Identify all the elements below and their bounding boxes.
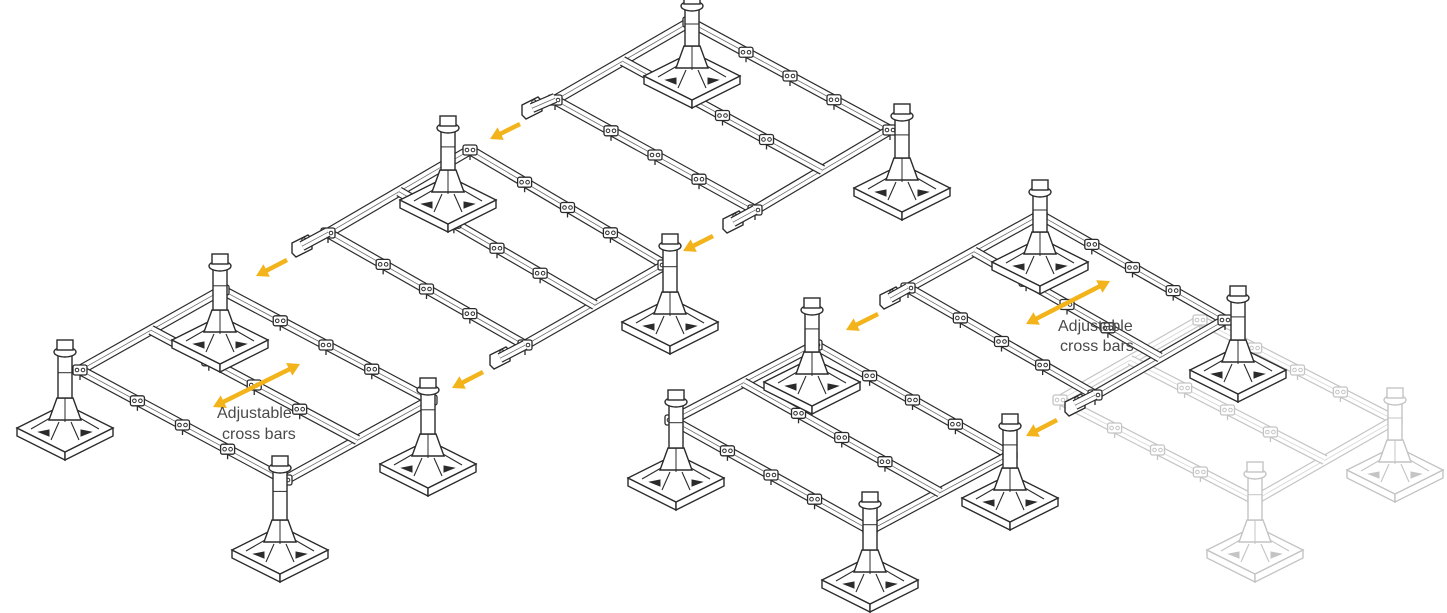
support-feet bbox=[15, 0, 1288, 613]
single-arrow-icon bbox=[256, 258, 289, 277]
bar-clamp-icon bbox=[782, 70, 798, 86]
double-headed-arrow-icon bbox=[213, 363, 300, 408]
adjustable-foot-icon bbox=[620, 233, 720, 356]
bar-clamp-icon bbox=[532, 267, 548, 284]
bar-clamp-icon bbox=[516, 176, 533, 193]
bar-clamp-icon bbox=[602, 227, 619, 243]
adjustable-foot-icon bbox=[230, 455, 330, 584]
bar-clamp-icon bbox=[489, 242, 505, 259]
adjustable-foot-icon bbox=[1205, 461, 1305, 584]
bar-clamp-icon bbox=[834, 431, 850, 448]
single-arrow-icon bbox=[452, 370, 485, 389]
bar-clamp-icon bbox=[462, 144, 478, 160]
adjustable-foot-icon bbox=[1188, 285, 1288, 404]
bar-clamp-icon bbox=[418, 283, 435, 299]
frame-bar bbox=[299, 227, 331, 251]
bar-clamp-icon bbox=[1192, 314, 1208, 330]
bar-clamp-icon bbox=[714, 109, 731, 126]
bar-clamp-icon bbox=[318, 339, 334, 355]
bar-clamp-icon bbox=[364, 363, 380, 380]
adjustable-foot-icon bbox=[15, 339, 115, 462]
bar-clamp-icon bbox=[1219, 404, 1236, 420]
bar-clamp-icon bbox=[1165, 284, 1181, 301]
direction-arrows bbox=[213, 121, 1110, 437]
bar-clamp-icon bbox=[129, 395, 146, 411]
single-arrow-icon bbox=[490, 121, 522, 140]
adjustable-foot-icon bbox=[378, 377, 478, 498]
bar-clamp-icon bbox=[1084, 238, 1100, 255]
bar-clamp-icon bbox=[1034, 359, 1051, 376]
adjustable-foot-icon bbox=[990, 179, 1090, 296]
bar-clamp-icon bbox=[1052, 394, 1068, 410]
adjustable-cross-bars-label-left-line2: cross bars bbox=[222, 426, 296, 443]
adjustable-cross-bars-label-right-line1: Adjustable bbox=[1058, 318, 1133, 335]
bar-clamp-icon bbox=[691, 173, 707, 190]
frame-bar bbox=[887, 283, 911, 303]
bar-clamp-icon bbox=[790, 407, 807, 424]
bar-clamp-icon bbox=[904, 394, 921, 410]
adjustable-foot-icon bbox=[960, 413, 1060, 532]
bar-clamp-icon bbox=[947, 418, 964, 435]
bar-clamp-icon bbox=[952, 312, 969, 328]
bar-clamp-icon bbox=[1289, 364, 1306, 380]
bar-clamp-icon bbox=[462, 307, 478, 324]
bar-clamp-icon bbox=[1149, 444, 1166, 460]
bar-clamp-icon bbox=[993, 335, 1010, 352]
bar-clamp-icon bbox=[559, 201, 576, 218]
adjustable-foot-icon bbox=[852, 103, 952, 222]
adjustable-cross-bars-label-right-line2: cross bars bbox=[1060, 338, 1134, 355]
bar-clamp-icon bbox=[826, 94, 842, 110]
adjustable-foot-icon bbox=[762, 297, 862, 416]
bar-clamp-icon bbox=[1176, 382, 1193, 398]
bar-clamp-icon bbox=[1332, 386, 1349, 402]
bar-clamp-icon bbox=[758, 133, 775, 150]
bar-clamp-icon bbox=[1100, 322, 1116, 338]
bar-clamp-icon bbox=[375, 258, 391, 275]
bar-clamp-icon bbox=[1106, 422, 1123, 438]
bar-clamp-icon bbox=[763, 469, 779, 485]
adjustable-foot-icon bbox=[398, 115, 498, 234]
adjustable-foot-icon bbox=[170, 253, 270, 374]
ghost-extension-module bbox=[1052, 314, 1445, 584]
bar-clamp-icon bbox=[174, 419, 191, 435]
bar-clamp-icon bbox=[806, 493, 823, 510]
adjustable-foot-icon bbox=[1345, 387, 1445, 504]
bar-clamp-icon bbox=[1217, 314, 1233, 330]
frame-bar bbox=[1072, 390, 1098, 410]
bar-clamp-icon bbox=[877, 456, 893, 472]
bar-clamp-icon bbox=[603, 125, 619, 141]
adjustable-foot-icon bbox=[642, 0, 742, 110]
bar-clamp-icon bbox=[1262, 426, 1279, 442]
bar-clamp-icon bbox=[219, 443, 236, 460]
single-arrow-icon bbox=[683, 233, 715, 252]
bar-clamp-icon bbox=[647, 149, 663, 165]
frame-bar bbox=[529, 93, 558, 113]
bar-clamp-icon bbox=[719, 445, 736, 461]
bar-clamp-icon bbox=[72, 364, 88, 380]
adjustable-cross-bars-label-left-line1: Adjustable bbox=[217, 405, 292, 422]
bar-clamp-icon bbox=[292, 403, 308, 420]
bar-clamp-icon bbox=[738, 46, 754, 63]
bar-clamp-icon bbox=[861, 370, 878, 386]
adjustable-foot-icon bbox=[626, 389, 726, 512]
bar-clamp-icon bbox=[272, 315, 288, 331]
frame-bar bbox=[730, 205, 758, 227]
single-arrow-icon bbox=[846, 311, 880, 331]
frame-bar bbox=[497, 340, 528, 363]
single-arrow-icon bbox=[1026, 418, 1059, 437]
bar-clamp-icon bbox=[1124, 261, 1141, 278]
bar-clamp-icon bbox=[1192, 466, 1209, 482]
adjustable-foot-icon bbox=[820, 491, 920, 613]
double-headed-arrow-icon bbox=[1026, 280, 1110, 325]
